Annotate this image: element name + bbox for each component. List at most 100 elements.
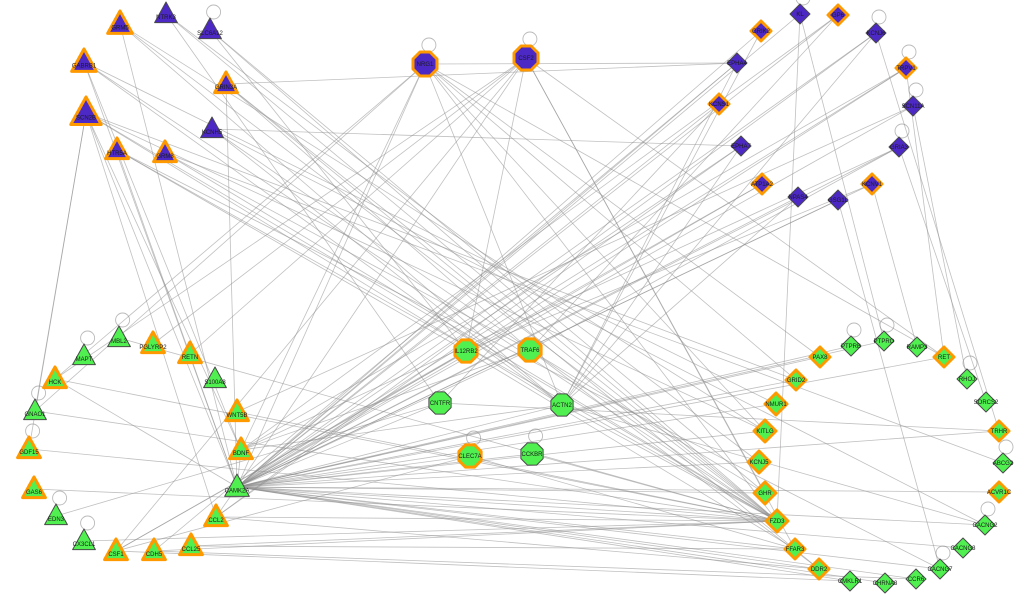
graph-edge[interactable] [529,349,766,494]
graph-edge[interactable] [83,520,778,542]
graph-node-gas6[interactable] [21,475,47,500]
graph-edge[interactable] [424,63,766,432]
graph-edge[interactable] [85,112,766,432]
graph-edge[interactable] [211,128,742,147]
graph-edge[interactable] [85,112,778,522]
graph-edge[interactable] [225,83,778,522]
graph-edge[interactable] [561,32,877,406]
graph-edge[interactable] [54,378,778,522]
graph-node-ntrk3[interactable] [154,1,178,24]
graph-node-kcnj5[interactable] [746,449,772,475]
graph-node-grid2[interactable] [784,368,808,392]
graph-node-grm5[interactable] [106,9,134,35]
graph-edge[interactable] [153,550,917,580]
self-loop-edge[interactable] [421,37,437,53]
graph-edge[interactable] [85,112,238,488]
graph-edge[interactable] [165,13,760,463]
graph-edge[interactable] [236,430,1000,488]
graph-edge[interactable] [115,455,471,552]
graph-node-gria3[interactable] [888,136,910,158]
graph-node-csf1[interactable] [103,537,129,562]
graph-edge[interactable] [83,61,242,451]
graph-node-gabrb1[interactable] [70,47,98,73]
self-loop-edge[interactable] [846,322,862,338]
graph-node-mbl2[interactable] [107,325,131,348]
graph-edge[interactable] [529,14,839,351]
graph-edge[interactable] [236,486,851,582]
graph-node-actn2[interactable] [550,393,574,417]
graph-edge[interactable] [465,67,907,352]
self-loop-edge[interactable] [80,330,96,346]
graph-edge[interactable] [236,455,471,488]
graph-node-ddr2[interactable] [807,557,831,581]
graph-edge[interactable] [115,550,851,582]
graph-edge[interactable] [225,83,531,351]
self-loop-edge[interactable] [894,123,910,139]
graph-edge[interactable] [236,349,531,488]
graph-node-acvr1c[interactable] [987,480,1011,504]
graph-edge[interactable] [236,57,527,488]
graph-edge[interactable] [561,404,778,522]
graph-node-pglyrp2[interactable] [140,330,166,355]
self-loop-edge[interactable] [25,423,41,439]
self-loop-edge[interactable] [871,9,887,25]
graph-node-chrna3[interactable] [874,572,896,594]
graph-node-ret[interactable] [932,345,956,369]
graph-edge[interactable] [236,461,760,488]
graph-edge[interactable] [116,149,467,352]
graph-edge[interactable] [236,105,914,413]
graph-edge[interactable] [871,183,918,348]
graph-edge[interactable] [236,67,907,488]
graph-edge[interactable] [799,13,885,342]
graph-edge[interactable] [236,103,720,488]
graph-edge[interactable] [236,411,778,522]
graph-edge[interactable] [164,152,531,351]
graph-node-kcnv1[interactable] [860,172,884,196]
graph-node-hck[interactable] [42,365,68,390]
graph-node-rhoj[interactable] [956,368,978,390]
graph-node-ptpro[interactable] [873,330,895,352]
graph-node-gdf15[interactable] [16,435,42,460]
graph-edge[interactable] [561,30,762,406]
graph-node-trhr[interactable] [987,419,1011,443]
graph-node-epha4[interactable] [726,52,748,74]
graph-node-scn11a[interactable] [902,95,924,117]
graph-edge[interactable] [525,57,945,358]
graph-node-grin3a[interactable] [213,70,239,95]
graph-edge[interactable] [529,349,820,570]
graph-node-cacng3[interactable] [952,537,974,559]
graph-edge[interactable] [424,63,778,522]
graph-edge[interactable] [236,356,945,488]
graph-edge[interactable] [236,486,886,584]
graph-edge[interactable] [165,13,778,522]
graph-edge[interactable] [189,57,527,355]
graph-edge[interactable] [211,128,778,522]
graph-node-traf6[interactable] [517,337,543,363]
graph-edge[interactable] [240,404,563,451]
graph-node-fzd3[interactable] [764,508,790,534]
graph-node-csf2[interactable] [512,44,540,72]
graph-edge[interactable] [115,57,527,552]
graph-node-cckbr[interactable] [520,442,544,466]
graph-edge[interactable] [236,350,467,488]
graph-node-pax8[interactable] [808,345,832,369]
graph-edge[interactable] [225,62,738,85]
graph-edge[interactable] [236,402,441,488]
graph-edge[interactable] [211,128,563,406]
graph-edge[interactable] [236,486,986,526]
graph-node-ghr[interactable] [752,480,778,506]
graph-node-epha7[interactable] [730,135,752,157]
graph-edge[interactable] [211,128,986,526]
graph-edge[interactable] [116,149,238,488]
graph-node-kcns1[interactable] [707,92,731,116]
self-loop-edge[interactable] [935,545,951,561]
graph-node-mapt[interactable] [72,343,96,366]
graph-node-s100a8[interactable] [203,366,227,389]
graph-edge[interactable] [561,196,799,406]
graph-edge[interactable] [236,32,877,488]
graph-edge[interactable] [236,379,797,488]
self-loop-edge[interactable] [31,385,47,401]
self-loop-edge[interactable] [206,4,222,20]
graph-edge[interactable] [465,350,796,550]
graph-edge[interactable] [439,402,1000,432]
